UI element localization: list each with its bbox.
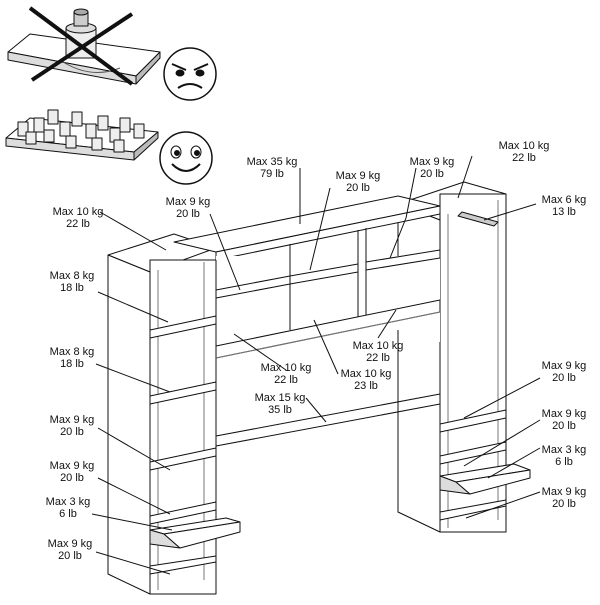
left-tower — [107, 233, 241, 595]
leader-lines — [91, 155, 541, 575]
concentrated-load-crossed-icon — [7, 6, 161, 86]
sad-face-icon — [163, 47, 217, 101]
right-tower — [397, 181, 531, 533]
distributed-load-icon — [5, 109, 159, 161]
happy-face-icon — [159, 131, 213, 185]
bridge-unit — [173, 195, 441, 512]
